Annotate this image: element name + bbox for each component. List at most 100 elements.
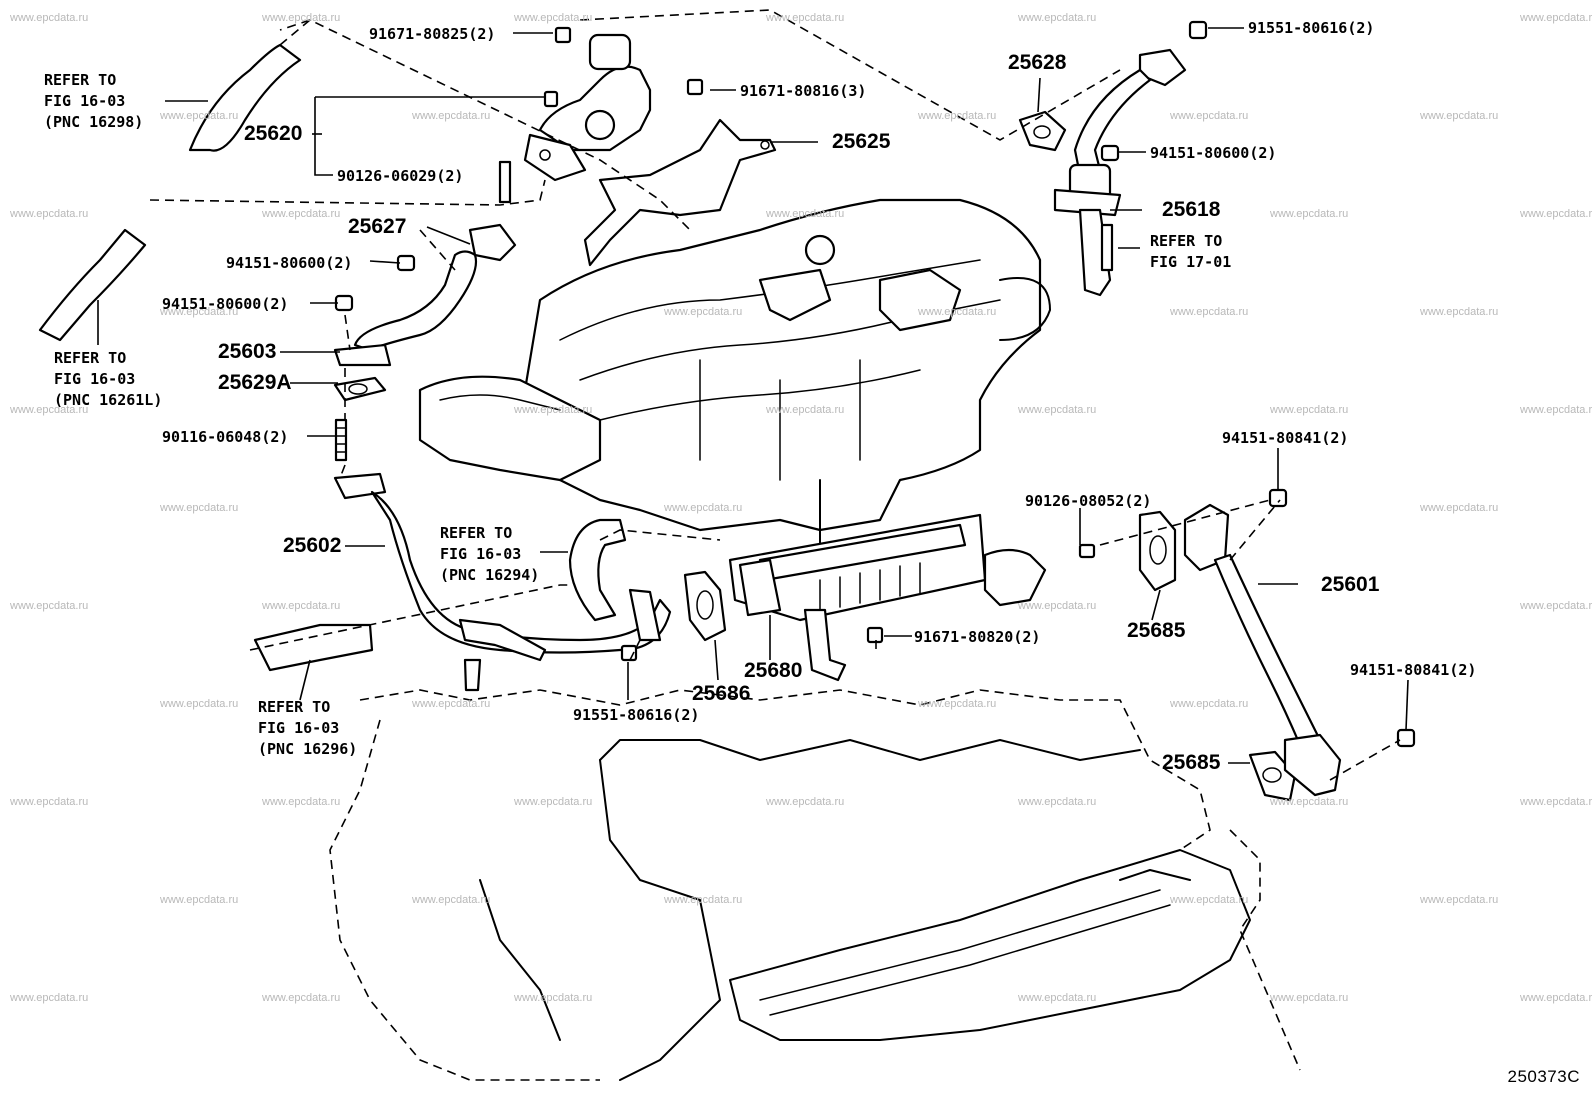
- watermark: www.epcdata.ru: [766, 12, 845, 24]
- watermark: www.epcdata.ru: [1170, 110, 1249, 122]
- gasket-25686: [683, 570, 727, 642]
- intake-manifold: [418, 198, 1051, 561]
- fastener-label-91671-80820[interactable]: 91671-80820(2): [914, 628, 1041, 646]
- watermark: www.epcdata.ru: [160, 306, 239, 318]
- watermark: www.epcdata.ru: [1420, 894, 1499, 906]
- fastener-icons: [334, 20, 1416, 748]
- part-label-25685-upper[interactable]: 25685: [1127, 619, 1186, 642]
- watermark: www.epcdata.ru: [1520, 404, 1592, 416]
- pipe-25602: [333, 472, 672, 692]
- part-label-25627[interactable]: 25627: [348, 215, 407, 238]
- reference-label-pnc-16294[interactable]: REFER TO FIG 16-03 (PNC 16294): [440, 524, 540, 584]
- fastener-label-90116-06048[interactable]: 90116-06048(2): [162, 428, 289, 446]
- fastener-label-94151-80600-b[interactable]: 94151-80600(2): [162, 295, 289, 313]
- part-label-25603[interactable]: 25603: [218, 340, 277, 363]
- watermark: www.epcdata.ru: [1170, 894, 1249, 906]
- watermark: www.epcdata.ru: [10, 208, 89, 220]
- watermark: www.epcdata.ru: [262, 208, 341, 220]
- part-label-25685-lower[interactable]: 25685: [1162, 751, 1221, 774]
- watermark: www.epcdata.ru: [10, 12, 89, 24]
- part-label-25628[interactable]: 25628: [1008, 51, 1067, 74]
- part-label-25620[interactable]: 25620: [244, 122, 303, 145]
- reference-label-pnc-16261L[interactable]: REFER TO FIG 16-03 (PNC 16261L): [54, 349, 163, 409]
- watermark: www.epcdata.ru: [412, 110, 491, 122]
- watermark: www.epcdata.ru: [1018, 992, 1097, 1004]
- fastener-label-94151-80600-a[interactable]: 94151-80600(2): [226, 254, 353, 272]
- watermark: www.epcdata.ru: [1520, 12, 1592, 24]
- fastener-label-94151-80600-c[interactable]: 94151-80600(2): [1150, 144, 1277, 162]
- watermark: www.epcdata.ru: [262, 600, 341, 612]
- hose-16296: [253, 623, 374, 672]
- watermark: www.epcdata.ru: [10, 600, 89, 612]
- pipe-25627: [333, 223, 517, 367]
- watermark: www.epcdata.ru: [1520, 208, 1592, 220]
- watermark: www.epcdata.ru: [918, 306, 997, 318]
- fastener-label-90126-08052[interactable]: 90126-08052(2): [1025, 492, 1152, 510]
- watermark: www.epcdata.ru: [1270, 208, 1349, 220]
- watermark: www.epcdata.ru: [1018, 796, 1097, 808]
- pipe-25618: [1053, 48, 1187, 297]
- part-label-25625[interactable]: 25625: [832, 130, 891, 153]
- watermark: www.epcdata.ru: [1018, 600, 1097, 612]
- watermark: www.epcdata.ru: [1520, 796, 1592, 808]
- watermark: www.epcdata.ru: [514, 404, 593, 416]
- fastener-label-90126-06029[interactable]: 90126-06029(2): [337, 167, 464, 185]
- reference-label-fig-17-01[interactable]: REFER TO FIG 17-01: [1150, 232, 1232, 271]
- watermark: www.epcdata.ru: [1270, 992, 1349, 1004]
- fastener-label-94151-80841-a[interactable]: 94151-80841(2): [1222, 429, 1349, 447]
- watermark: www.epcdata.ru: [514, 796, 593, 808]
- watermark: www.epcdata.ru: [1520, 992, 1592, 1004]
- watermark: www.epcdata.ru: [1270, 796, 1349, 808]
- reference-label-pnc-16298[interactable]: REFER TO FIG 16-03 (PNC 16298): [44, 71, 144, 131]
- watermark: www.epcdata.ru: [412, 894, 491, 906]
- watermark: www.epcdata.ru: [262, 992, 341, 1004]
- watermark: www.epcdata.ru: [262, 796, 341, 808]
- watermark: www.epcdata.ru: [412, 698, 491, 710]
- watermark: www.epcdata.ru: [514, 12, 593, 24]
- watermark: www.epcdata.ru: [160, 110, 239, 122]
- watermark: www.epcdata.ru: [664, 894, 743, 906]
- fastener-label-94151-80841-b[interactable]: 94151-80841(2): [1350, 661, 1477, 679]
- gasket-25629A: [333, 376, 387, 402]
- watermark: www.epcdata.ru: [160, 698, 239, 710]
- watermark: www.epcdata.ru: [10, 404, 89, 416]
- watermark: www.epcdata.ru: [160, 502, 239, 514]
- fastener-label-91671-80816[interactable]: 91671-80816(3): [740, 82, 867, 100]
- watermark: www.epcdata.ru: [766, 208, 845, 220]
- figure-code: 250373C: [1507, 1067, 1580, 1086]
- part-label-25686[interactable]: 25686: [692, 682, 751, 705]
- watermark: www.epcdata.ru: [262, 12, 341, 24]
- watermark: www.epcdata.ru: [1170, 306, 1249, 318]
- stud-90116: [334, 418, 348, 462]
- leader-lines: [97, 27, 1409, 764]
- watermark: www.epcdata.ru: [918, 110, 997, 122]
- watermark: www.epcdata.ru: [918, 698, 997, 710]
- reference-label-pnc-16296[interactable]: REFER TO FIG 16-03 (PNC 16296): [258, 698, 358, 758]
- watermark: www.epcdata.ru: [160, 894, 239, 906]
- hose-16294: [568, 518, 627, 622]
- egr-valve-25620: [523, 33, 652, 182]
- part-label-25602[interactable]: 25602: [283, 534, 342, 557]
- watermark: www.epcdata.ru: [766, 796, 845, 808]
- watermark: www.epcdata.ru: [664, 306, 743, 318]
- pipe-25601: [1183, 503, 1342, 797]
- hose-16298: [188, 43, 302, 152]
- watermark: www.epcdata.ru: [766, 404, 845, 416]
- part-label-25601[interactable]: 25601: [1321, 573, 1380, 596]
- watermark: www.epcdata.ru: [664, 502, 743, 514]
- part-label-25680[interactable]: 25680: [744, 659, 803, 682]
- watermark: www.epcdata.ru: [514, 992, 593, 1004]
- assembly-lines: [149, 9, 1401, 781]
- fastener-label-91551-80616-b[interactable]: 91551-80616(2): [573, 706, 700, 724]
- watermark: www.epcdata.ru: [1018, 12, 1097, 24]
- watermark: www.epcdata.ru: [10, 796, 89, 808]
- fastener-label-91551-80616-a[interactable]: 91551-80616(2): [1248, 19, 1375, 37]
- part-label-25629A[interactable]: 25629A: [218, 371, 292, 394]
- watermark: www.epcdata.ru: [10, 992, 89, 1004]
- fastener-label-91671-80825[interactable]: 91671-80825(2): [369, 25, 496, 43]
- watermark: www.epcdata.ru: [1270, 404, 1349, 416]
- watermark: www.epcdata.ru: [1420, 110, 1499, 122]
- watermark: www.epcdata.ru: [1420, 306, 1499, 318]
- part-label-25618[interactable]: 25618: [1162, 198, 1221, 221]
